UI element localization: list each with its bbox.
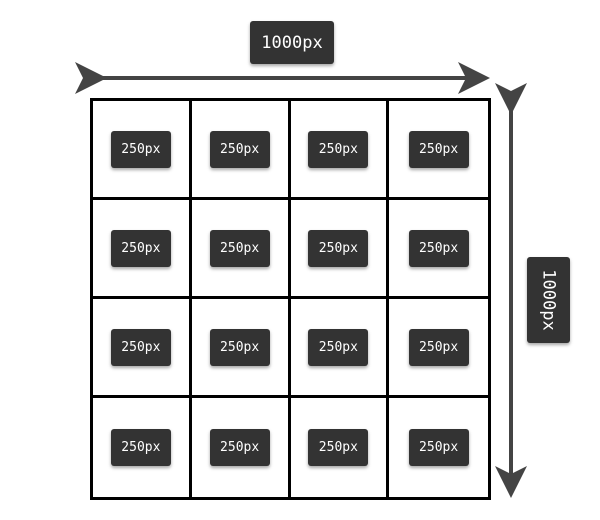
cell-size-label: 250px <box>110 229 171 267</box>
cell-size-label: 250px <box>308 429 369 466</box>
grid-cell: 250px <box>191 200 291 299</box>
grid-cell: 250px <box>93 398 192 497</box>
grid-cell: 250px <box>389 101 488 200</box>
cell-size-label: 250px <box>110 429 171 466</box>
cell-size-label: 250px <box>209 229 270 267</box>
grid-cell: 250px <box>290 299 390 398</box>
grid-cell: 250px <box>192 398 291 497</box>
grid-cell: 250px <box>93 101 192 200</box>
grid-cell: 250px <box>191 101 291 200</box>
cell-size-label: 250px <box>408 328 469 366</box>
grid-cell: 250px <box>389 299 488 398</box>
cell-size-label: 250px <box>408 229 469 267</box>
grid-cell: 250px <box>291 398 390 497</box>
grid-cell: 250px <box>93 200 192 299</box>
cell-size-label: 250px <box>308 328 369 366</box>
width-label-text: 1000px <box>261 32 323 53</box>
cell-size-label: 250px <box>209 328 270 366</box>
grid-cell: 250px <box>191 299 291 398</box>
width-label: 1000px <box>250 21 334 64</box>
height-label-text: 1000px <box>538 269 559 331</box>
grid-cell: 250px <box>290 200 390 299</box>
cell-size-label: 250px <box>110 130 171 168</box>
cell-size-label: 250px <box>209 429 270 466</box>
cell-size-label: 250px <box>308 130 369 168</box>
grid-cell: 250px <box>389 200 488 299</box>
cell-size-label: 250px <box>209 130 270 168</box>
cell-size-label: 250px <box>408 130 469 168</box>
grid-container: 250px 250px 250px 250px 250px 250px 250px 250px… <box>90 98 491 500</box>
cell-size-label: 250px <box>408 429 469 466</box>
grid-cell: 250px <box>290 101 390 200</box>
grid-cell: 250px <box>389 398 488 497</box>
height-label: 1000px <box>527 257 570 343</box>
cell-size-label: 250px <box>110 328 171 366</box>
grid-cell: 250px <box>93 299 192 398</box>
cell-size-label: 250px <box>308 229 369 267</box>
